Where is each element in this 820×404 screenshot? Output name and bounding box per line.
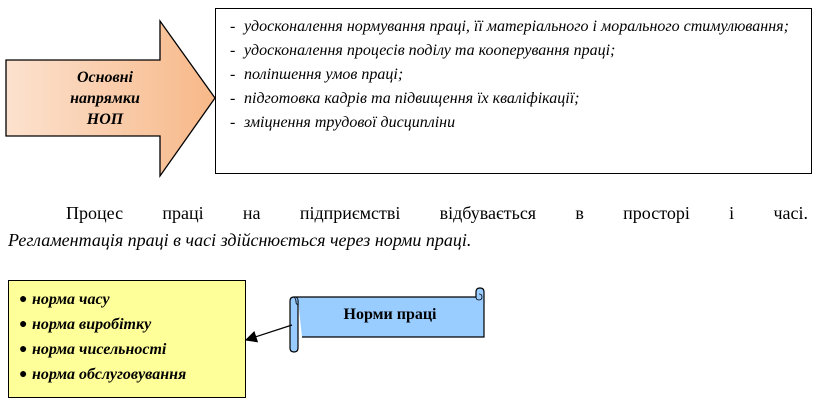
arrow-label: Основні напрямки НОП [40,67,170,130]
connector-arrow [244,324,293,343]
directions-list: удосконалення нормування праці, її матер… [216,9,811,135]
norms-box: ● норма часу ● норма виробітку ● норма ч… [8,280,246,398]
scroll-label: Норми праці [343,306,437,323]
direction-item: удосконалення нормування праці, її матер… [230,15,803,39]
norms-scroll-graphic [244,287,485,353]
bullet-icon: ● [19,342,28,357]
body-paragraph: Процес праці на підприємстві відбуваєтьс… [8,200,808,254]
bullet-icon: ● [19,317,28,332]
scroll-shape [289,287,485,353]
norm-item: ● норма обслуговування [19,362,245,387]
arrow-label-line: Основні [76,69,133,86]
arrow-label-line: НОП [86,111,124,128]
paragraph-line-1: Процес праці на підприємстві відбуваєтьс… [66,203,808,223]
norm-item: ● норма виробітку [19,312,245,337]
arrow-label-line: напрямки [70,90,140,107]
direction-item: підготовка кадрів та підвищення їх квалі… [230,87,803,111]
norm-item-label: норма чисельності [32,341,167,358]
norm-item-label: норма часу [32,291,110,308]
norm-item: ● норма часу [19,287,245,312]
paragraph-line-2: Регламентація праці в часі здійснюється … [8,230,472,250]
norm-item: ● норма чисельності [19,337,245,362]
directions-box: удосконалення нормування праці, її матер… [215,8,812,174]
main-directions-arrow [5,18,216,179]
bullet-icon: ● [19,292,28,307]
direction-item: поліпшення умов праці; [230,63,803,87]
norm-item-label: норма обслуговування [32,366,187,383]
direction-item: зміцнення трудової дисципліни [230,111,803,135]
direction-item: удосконалення процесів поділу та кооперу… [230,39,803,63]
norm-item-label: норма виробітку [32,316,152,333]
arrow-shape [5,18,216,179]
bullet-icon: ● [19,367,28,382]
